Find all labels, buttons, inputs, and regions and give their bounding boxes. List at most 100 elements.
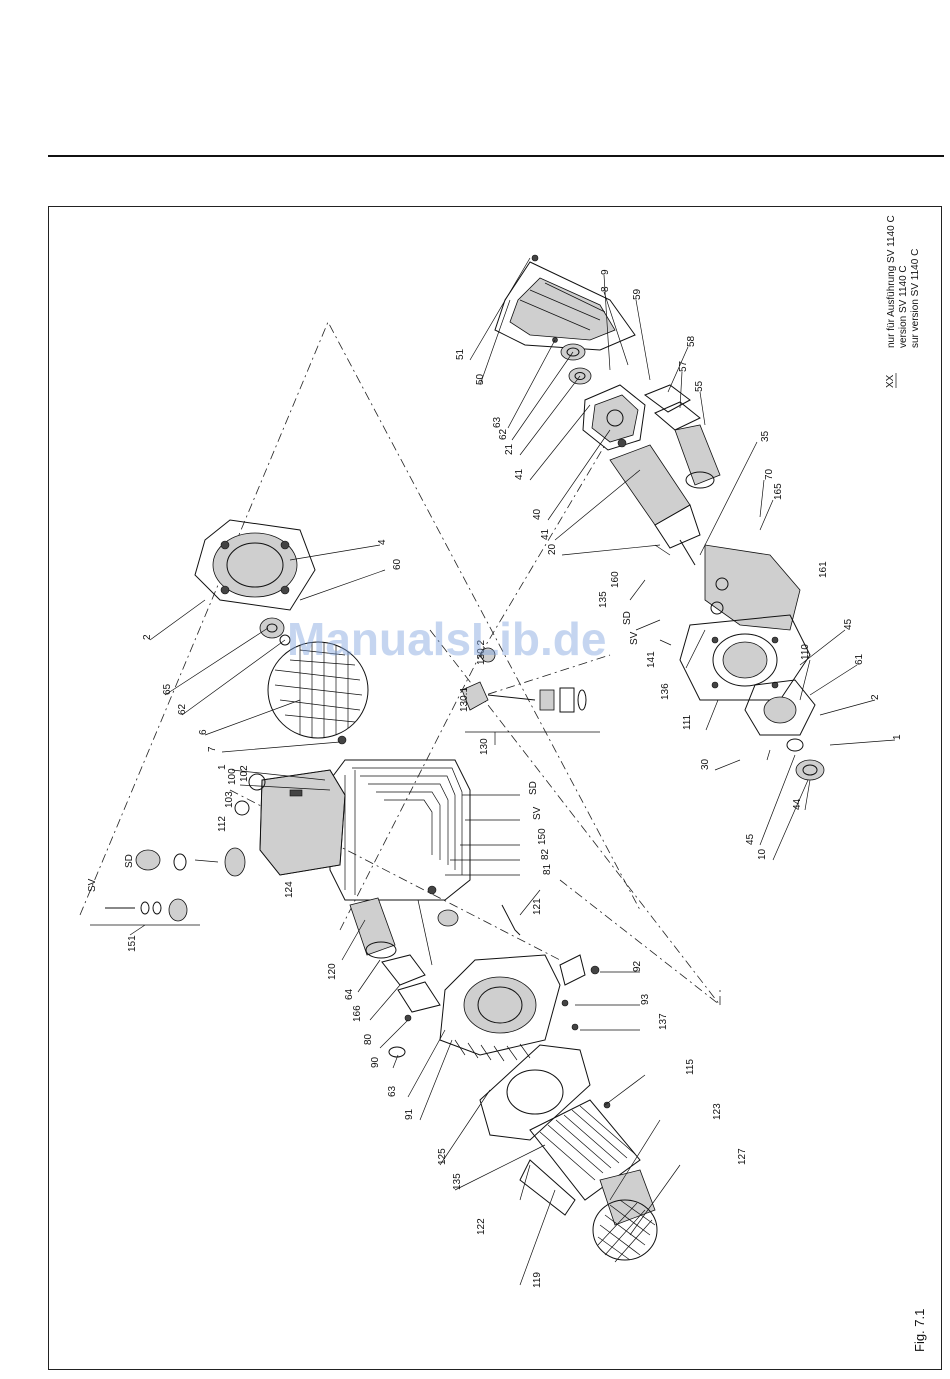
legend-marker: XX [885,374,896,388]
callout-label: 130.2 [476,640,487,665]
callout-label: 125 [437,1148,448,1165]
finned-cooler-82 [329,759,471,901]
figure-caption: Fig. 7.1 [912,1309,927,1352]
callout-label: 1 [217,764,228,770]
callout-label: 92 [632,960,643,972]
callout-label: SV [629,631,640,645]
callout-label: 122 [476,1218,487,1235]
callout-label: 62 [177,703,188,715]
callout-label: 6 [198,729,209,735]
callout-label: 80 [363,1033,374,1045]
callout-label: 60 [392,558,403,570]
callout-label: 41 [540,528,551,540]
callout-label: 55 [694,380,705,392]
callout-label: 81 [542,863,553,875]
callout-label: 111 [682,714,693,730]
callout-label: SD [124,854,135,868]
callout-label: 161 [818,561,829,578]
callout-label: 2 [142,634,153,640]
legend-line-2: version SV 1140 C [898,265,909,348]
bearing-cover-right [744,679,825,781]
cylinder-90 [349,897,441,1058]
callout-label: 151 [127,935,138,952]
callout-label: SV [87,878,98,892]
callout-label: 41 [514,468,525,480]
callout-label: 103 [224,791,235,808]
valve-assembly-150 [105,847,246,922]
callout-label: 123 [712,1103,723,1120]
callout-label: 135 [598,591,609,608]
callout-label: 93 [640,993,651,1005]
callout-label: SD [528,781,539,795]
callout-label: 20 [547,543,558,555]
bearing-set-upper [552,337,592,385]
callout-label: 10 [757,848,768,860]
electric-motor-130 [519,1099,658,1263]
callout-label: 30 [700,758,711,770]
pump-housing-right [679,544,811,701]
callout-leaders [90,257,896,1286]
callout-label: 160 [610,571,621,588]
flange-small [259,617,291,646]
callout-label: 166 [352,1005,363,1022]
gasket-and-filter [643,384,721,489]
callout-label: 141 [646,651,657,668]
callout-label: 61 [854,653,865,665]
callout-label: 165 [773,483,784,500]
callout-label: SV [532,806,543,820]
callout-label: 150 [537,828,548,845]
rotor-shaft-part [609,444,701,566]
end-cover-part [494,254,636,351]
callout-label: 90 [370,1056,381,1068]
callout-label: 59 [632,288,643,300]
callout-label: 50 [475,373,486,385]
callout-label: 45 [745,833,756,845]
callout-label: 51 [455,348,466,360]
callout-label: 120 [327,963,338,980]
callout-label: 127 [737,1148,748,1165]
callout-label: 119 [532,1272,543,1288]
callout-label: 44 [792,798,803,810]
callout-label: 64 [344,988,355,1000]
callout-label: 45 [843,618,854,630]
callout-label: 4 [377,539,388,545]
callout-label: 65 [162,683,173,695]
callout-label: 8 [600,286,611,292]
callout-label: 1 [892,734,903,740]
callout-label: 9 [600,269,611,275]
callout-label: 40 [532,508,543,520]
rods-and-pins [417,885,521,966]
callout-label: 135 [452,1173,463,1190]
callout-label: 130.1 [459,687,470,712]
callout-label: 100 [227,768,238,785]
watermark: ManualsLib.de [287,613,606,665]
callout-label: 58 [686,335,697,347]
callout-label: 112 [217,816,228,832]
end-cover-left [194,519,316,611]
callout-label: 82 [540,848,551,860]
callout-label: 124 [284,881,295,898]
legend-line-3: sur version SV 1140 C [910,249,921,348]
main-housing-bottom [439,954,600,1062]
callout-label: 121 [532,898,543,915]
callout-label: 21 [504,443,515,455]
callout-label: 7 [207,746,218,752]
valve-assembly-140 [461,647,587,713]
callout-label: 130 [479,738,490,755]
callout-label: 2 [870,694,881,700]
callout-label: 63 [492,416,503,428]
housing-block-80 [234,769,346,876]
callout-label: 57 [678,360,689,372]
callout-label: 115 [685,1059,696,1075]
callout-label: 91 [404,1108,415,1120]
callout-label: 136 [660,683,671,700]
callout-label: SD [622,611,633,625]
callout-label: 70 [764,468,775,480]
figure-frame [48,206,942,1370]
motor-flange-127 [479,1044,611,1141]
legend-block: XX nur für Ausführung SV 1140 C version … [885,215,921,388]
callout-label: 63 [387,1085,398,1097]
callout-label: 35 [760,430,771,442]
callout-label: 62 [498,428,509,440]
